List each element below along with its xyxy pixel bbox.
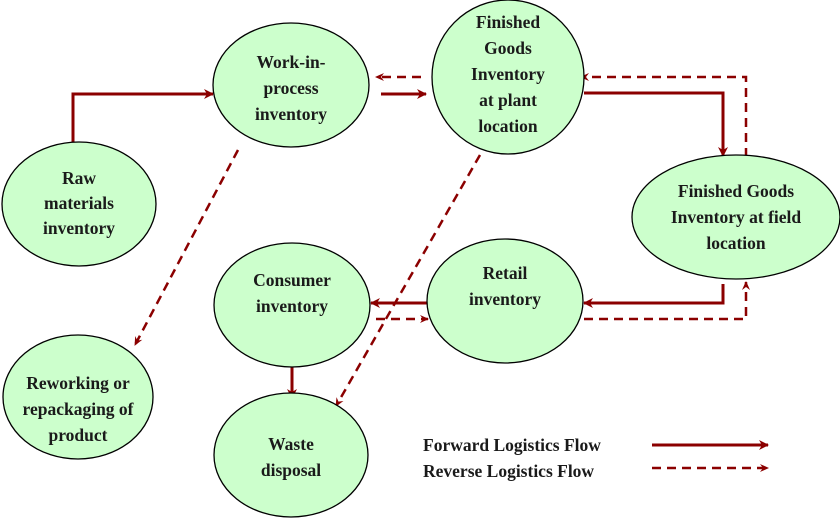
- node-shape: [431, 0, 585, 155]
- forward-flow-arrow-fg-field-to-retail: [583, 284, 725, 308]
- node-consumer: Consumer inventory: [213, 242, 371, 368]
- node-label-line: location: [478, 116, 538, 136]
- node-label-line: inventory: [255, 104, 327, 124]
- node-label-line: repackaging of: [23, 399, 134, 419]
- node-label-line: Retail: [483, 263, 528, 283]
- node-label-line: process: [263, 78, 318, 98]
- legend-reverse-label: Reverse Logistics Flow: [423, 461, 594, 481]
- reverse-flow-arrow-fg-field-to-fg-plant: [580, 73, 748, 157]
- legend: Forward Logistics Flow Reverse Logistics…: [423, 435, 769, 481]
- node-label-line: Raw: [62, 168, 96, 188]
- node-shape: [212, 22, 370, 148]
- node-label-line: disposal: [261, 460, 321, 480]
- node-label-line: Finished: [476, 12, 540, 32]
- node-retail: Retail inventory: [426, 238, 584, 364]
- node-waste: Waste disposal: [213, 392, 369, 518]
- forward-flow-arrow-fg-plant-to-fg-field: [584, 91, 728, 157]
- legend-forward-label: Forward Logistics Flow: [423, 435, 601, 455]
- node-label-line: inventory: [256, 296, 328, 316]
- node-label-line: Consumer: [253, 270, 331, 290]
- node-shape: [213, 242, 371, 368]
- node-shape: [213, 392, 369, 518]
- node-label-line: materials: [44, 193, 114, 213]
- node-label-line: Inventory: [471, 64, 545, 84]
- node-label-line: product: [49, 425, 108, 445]
- forward-flow-arrow-raw-to-wip: [71, 89, 214, 156]
- node-shape: [631, 154, 840, 280]
- node-raw: Raw materials inventory: [1, 141, 157, 267]
- node-shape: [426, 238, 584, 364]
- node-shape: [1, 141, 157, 267]
- node-label-line: Work-in-: [256, 52, 325, 72]
- node-label-line: Waste: [268, 434, 314, 454]
- node-rework: Reworking or repackaging of product: [2, 334, 154, 460]
- node-label-line: inventory: [43, 218, 115, 238]
- reverse-flow-arrow-fg-plant-to-waste: [334, 154, 482, 407]
- node-label-line: at plant: [479, 90, 537, 110]
- node-shape: [2, 334, 154, 460]
- node-label-line: Goods: [484, 38, 532, 58]
- node-label-line: Reworking or: [26, 373, 130, 393]
- reverse-flow-arrow-retail-to-fg-field: [584, 281, 750, 321]
- node-label-line: Finished Goods: [678, 181, 794, 201]
- node-label-line: inventory: [469, 289, 541, 309]
- node-label-line: location: [706, 233, 766, 253]
- node-wip: Work-in-process inventory: [212, 22, 370, 148]
- reverse-flow-arrow-wip-to-rework: [133, 149, 240, 346]
- edges-layer: [71, 73, 750, 407]
- node-label-line: Inventory at field: [671, 207, 802, 227]
